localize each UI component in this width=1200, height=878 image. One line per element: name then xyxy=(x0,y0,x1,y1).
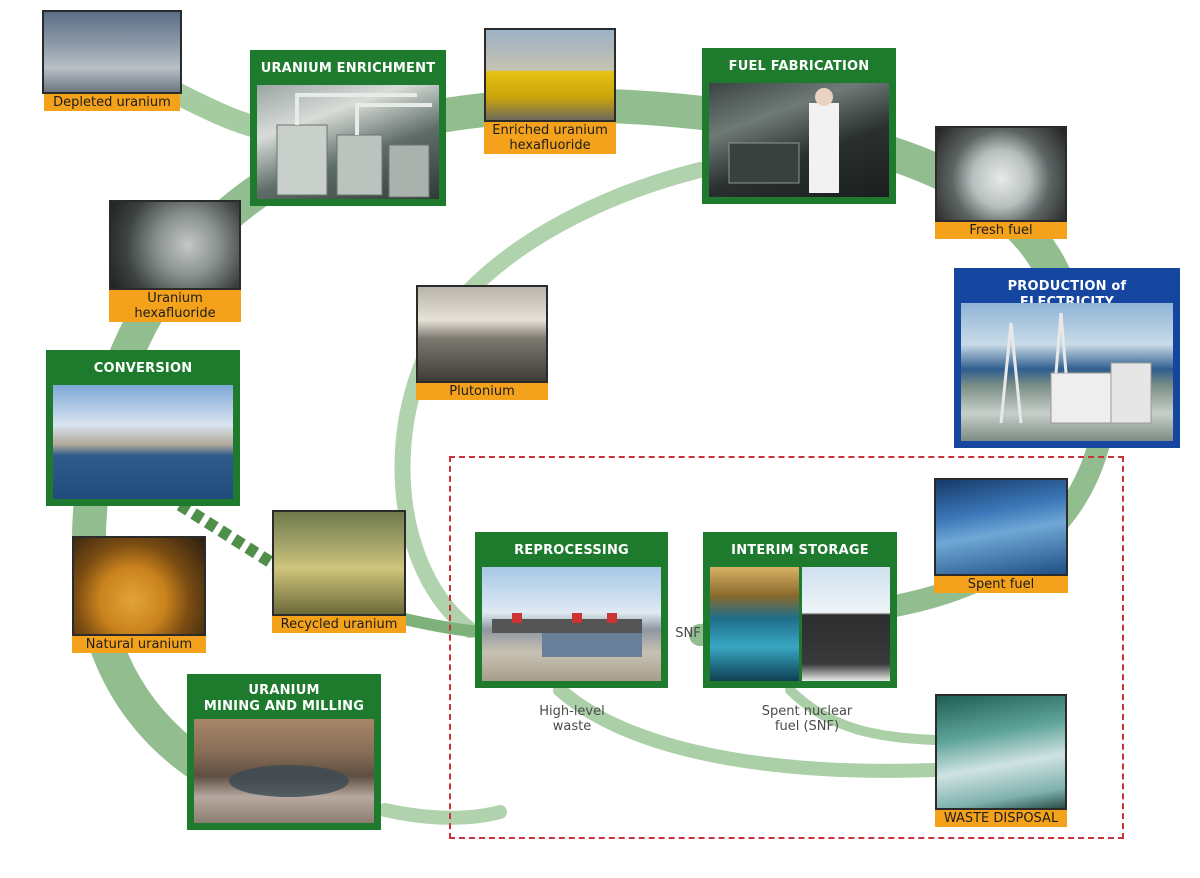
hlw-to-disposal xyxy=(553,683,942,778)
stage-uranium-mining-and-milling: URANIUM MINING AND MILLING xyxy=(187,674,381,830)
label-fresh-fuel: Fresh fuel xyxy=(935,222,1067,239)
spent-fuel-photo xyxy=(934,478,1068,576)
enriched-uf6-photo xyxy=(484,28,616,122)
uf6-photo xyxy=(109,200,241,290)
stage-title: URANIUM ENRICHMENT xyxy=(260,61,436,76)
stage-fuel-fabrication: FUEL FABRICATION xyxy=(702,48,896,204)
annotation-line: Spent nuclear xyxy=(761,704,853,719)
stage-title: REPROCESSING xyxy=(514,543,629,558)
recycled-conversion-dashed xyxy=(176,499,279,571)
annotation-snf: SNF xyxy=(675,626,701,641)
annotation-spent-nuclear-fuel: Spent nuclear fuel (SNF) xyxy=(742,704,872,734)
enrichment-photo xyxy=(257,85,439,199)
label-line: hexafluoride xyxy=(509,138,591,153)
fresh-fuel-photo xyxy=(935,126,1067,222)
label-spent-fuel: Spent fuel xyxy=(934,576,1068,593)
storage-pool-photo xyxy=(710,567,799,681)
snf-to-disposal xyxy=(785,685,940,745)
conversion-photo xyxy=(53,385,233,499)
label-plutonium: Plutonium xyxy=(416,383,548,400)
stage-title: CONVERSION xyxy=(93,361,193,376)
annotation-line: waste xyxy=(552,719,592,734)
fabrication-photo xyxy=(709,83,889,197)
power-plant-photo xyxy=(961,303,1173,441)
natural-uranium-photo xyxy=(72,536,206,636)
stage-interim-storage: INTERIM STORAGE xyxy=(703,532,897,688)
label-enriched-uf6: Enriched uranium hexafluoride xyxy=(484,122,616,154)
label-uf6: Uranium hexafluoride xyxy=(109,290,241,322)
interim-storage-photo xyxy=(710,567,890,681)
stage-reprocessing: REPROCESSING xyxy=(475,532,668,688)
stage-title: FUEL FABRICATION xyxy=(728,59,870,74)
recycled-uranium-path xyxy=(394,612,486,638)
mining-tail xyxy=(378,803,507,825)
waste-disposal-photo xyxy=(935,694,1067,810)
stage-title: URANIUM MINING AND MILLING xyxy=(194,681,374,715)
stage-title: INTERIM STORAGE xyxy=(731,543,869,558)
label-waste-disposal: WASTE DISPOSAL xyxy=(935,810,1067,827)
mine-photo xyxy=(194,719,374,823)
recycled-uranium-photo xyxy=(272,510,406,616)
stage-conversion: CONVERSION xyxy=(46,350,240,506)
stage-production-of-electricity: PRODUCTION of ELECTRICITY xyxy=(954,268,1180,448)
annotation-line: High-level xyxy=(539,704,605,719)
stage-title-line: MINING AND MILLING xyxy=(203,699,365,714)
back-end-boundary xyxy=(449,456,1124,839)
label-line: Enriched uranium xyxy=(492,123,608,138)
stage-uranium-enrichment: URANIUM ENRICHMENT xyxy=(250,50,446,206)
plutonium-photo xyxy=(416,285,548,383)
label-recycled-uranium: Recycled uranium xyxy=(272,616,406,633)
depleted-uranium-photo xyxy=(42,10,182,94)
reprocessing-photo xyxy=(482,567,661,681)
annotation-line: fuel (SNF) xyxy=(774,719,840,734)
label-line: Uranium xyxy=(147,291,203,306)
label-depleted-uranium: Depleted uranium xyxy=(44,94,180,111)
stage-title-line: URANIUM xyxy=(248,683,320,698)
annotation-high-level-waste: High-level waste xyxy=(520,704,624,734)
dry-cask-photo xyxy=(801,567,890,681)
label-natural-uranium: Natural uranium xyxy=(72,636,206,653)
label-line: hexafluoride xyxy=(134,306,216,321)
